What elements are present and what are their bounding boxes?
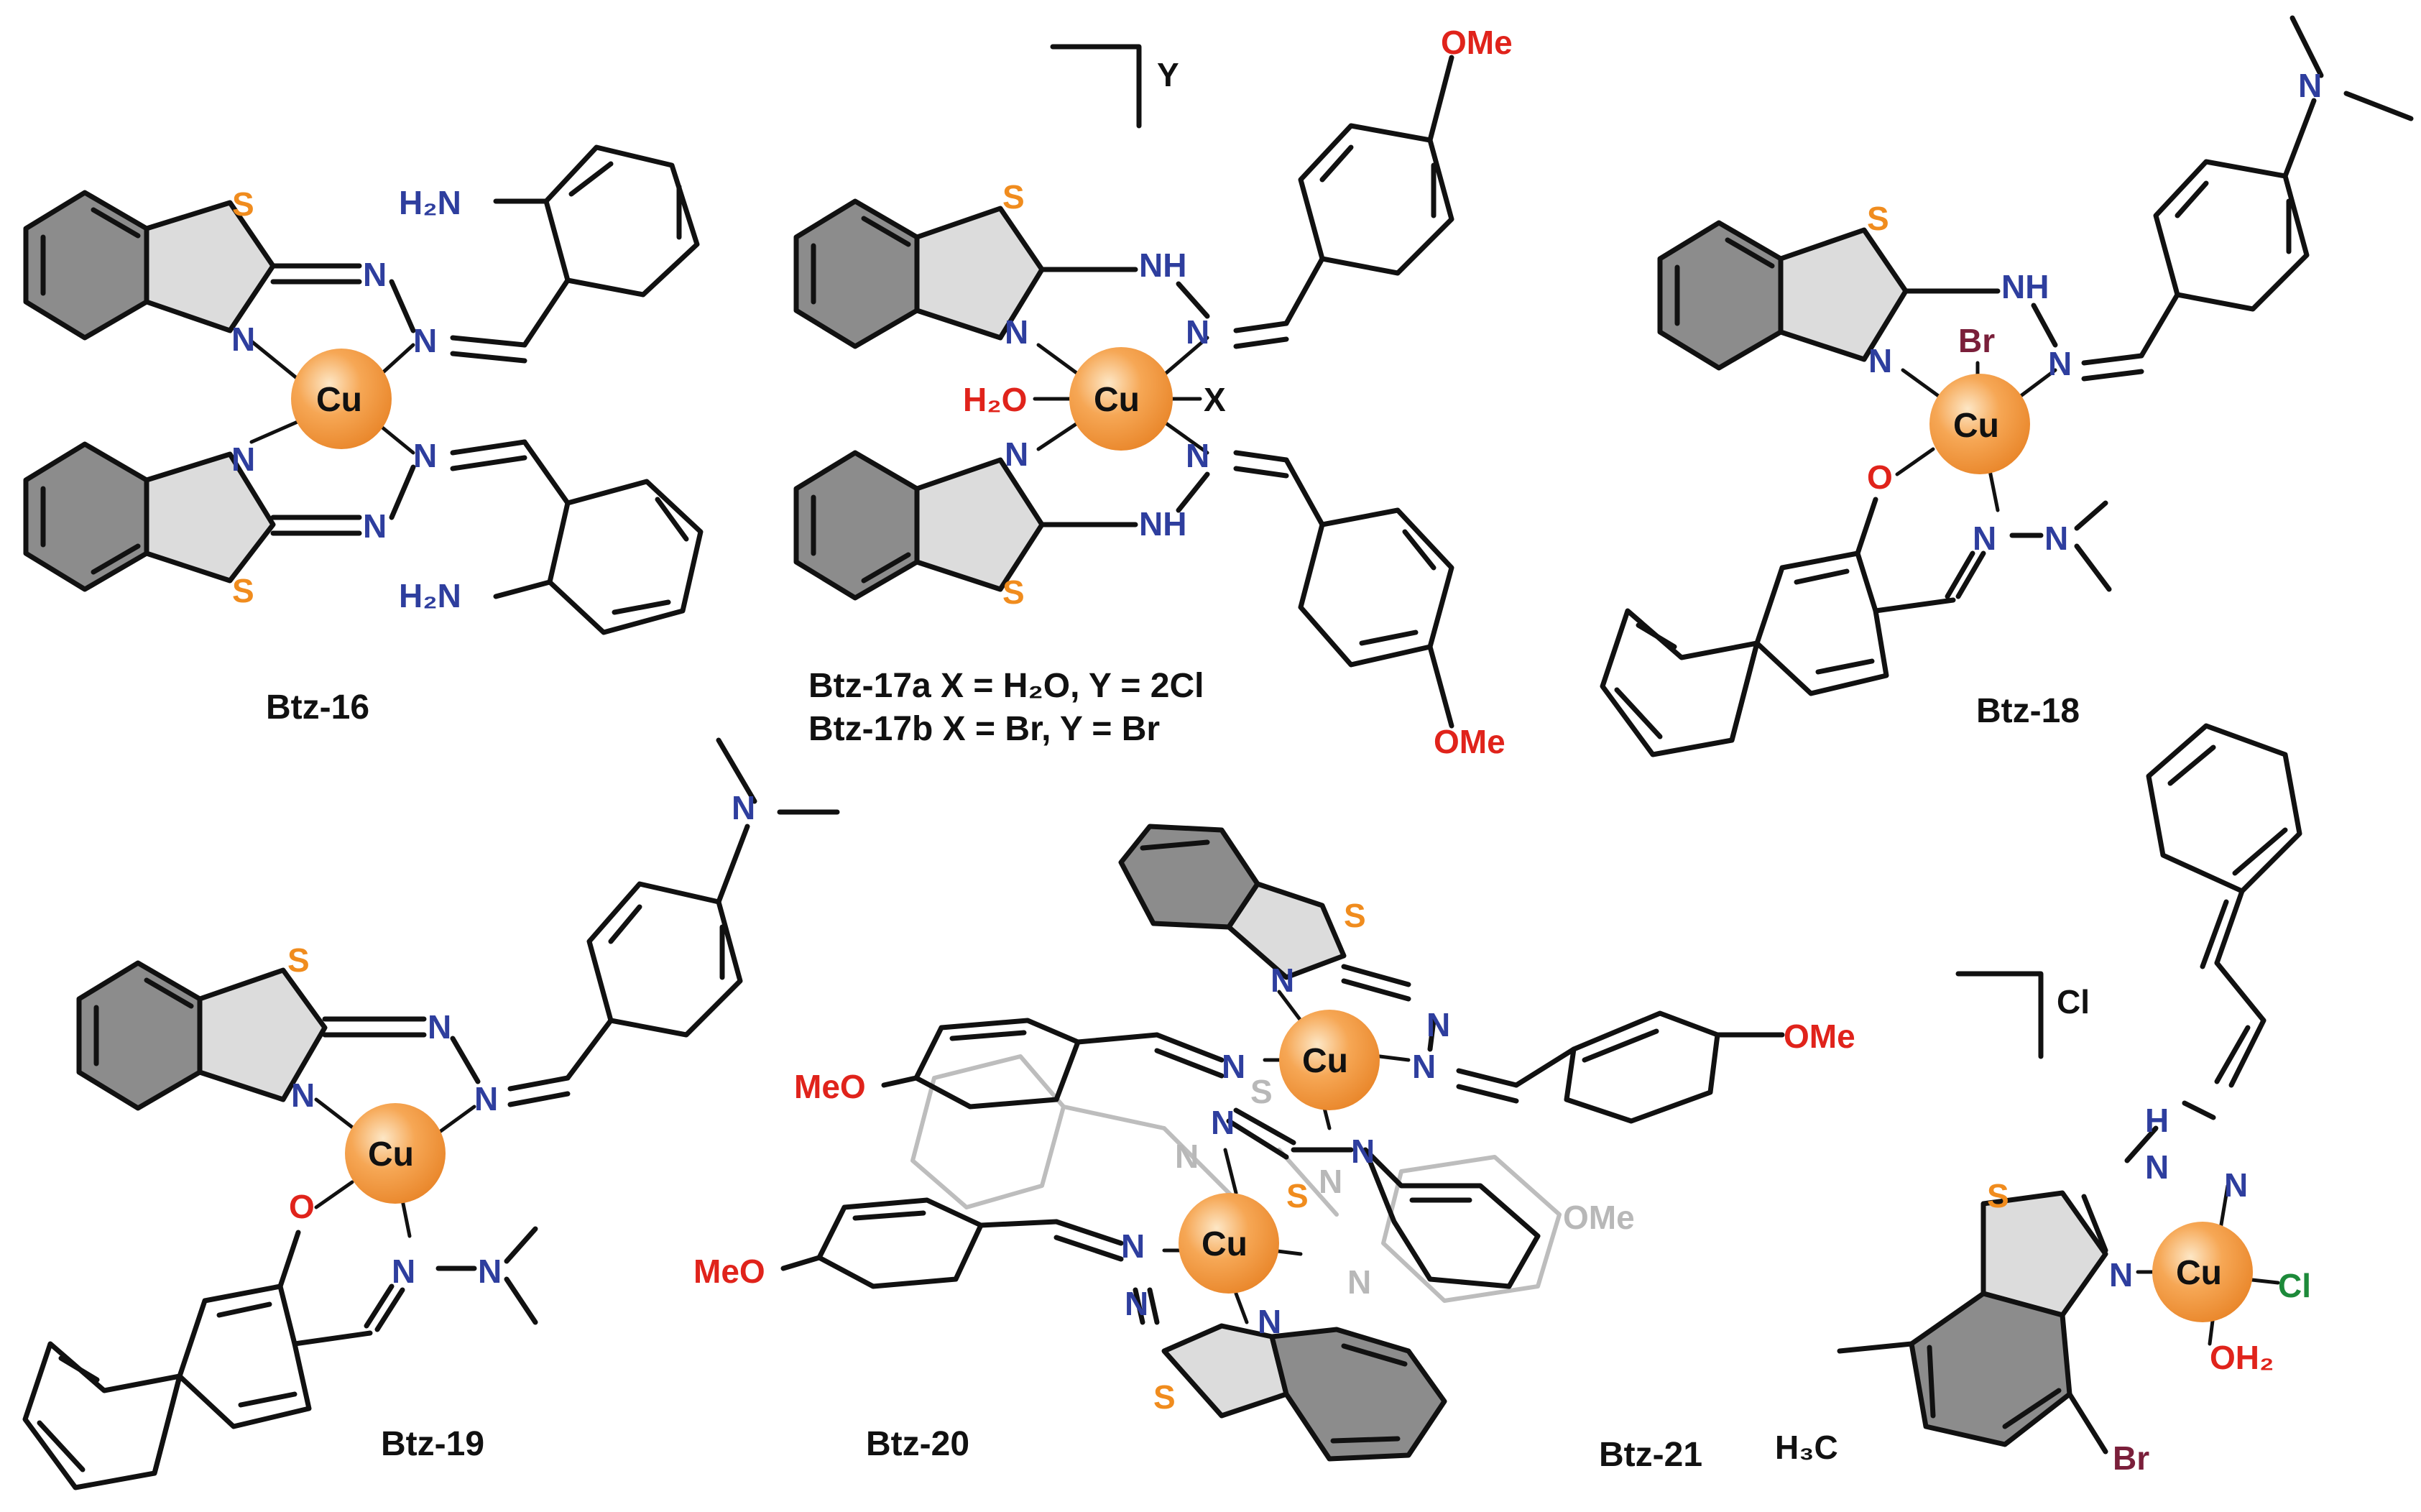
btz21-bracket xyxy=(1955,971,2044,1059)
btz21-counterion-label: Cl xyxy=(2057,983,2090,1020)
btz20-n-top-right: N xyxy=(1412,1048,1436,1085)
btz21-n-imine: N xyxy=(2224,1166,2248,1204)
btz16-n-imine-lower: N xyxy=(363,507,387,545)
btz16-h2n-lower: H₂N xyxy=(399,577,461,614)
btz16-n-hydrazone-upper: N xyxy=(413,322,437,359)
btz17-complex: Y Cu xyxy=(793,24,1513,760)
btz20-meo-upper: MeO xyxy=(794,1068,866,1105)
btz19-complex: Cu S N N N N O N N Btz-19 xyxy=(22,737,840,1490)
btz21-caption: Btz-21 xyxy=(1599,1436,1702,1474)
btz18-caption: Btz-18 xyxy=(1976,692,2080,730)
btz19-n-hydrazone: N xyxy=(474,1080,498,1117)
btz18-s: S xyxy=(1867,200,1889,237)
btz20-n-ring-top: N xyxy=(1271,962,1294,999)
btz20-s-bridge: S xyxy=(1286,1177,1309,1214)
btz21-s: S xyxy=(1987,1177,2009,1214)
btz17-cu-label: Cu xyxy=(1094,381,1140,419)
btz18-n-ring: N xyxy=(1868,342,1892,379)
btz16-s-upper: S xyxy=(232,185,254,223)
btz16-s-lower: S xyxy=(232,572,254,609)
btz17-counterion-label: Y xyxy=(1157,56,1179,93)
btz16-n-hydrazone-lower: N xyxy=(413,437,437,474)
btz17-ome-upper: OMe xyxy=(1441,24,1513,61)
btz20-ome-right: OMe xyxy=(1784,1018,1855,1055)
btz17-bracket xyxy=(1050,44,1142,129)
btz19-n-hydrazone-lower: N xyxy=(392,1253,415,1290)
btz20-cu-lower-label: Cu xyxy=(1202,1225,1248,1263)
btz16-caption: Btz-16 xyxy=(266,688,369,727)
btz19-n-imine: N xyxy=(428,1008,451,1046)
btz17-nh-upper: NH xyxy=(1139,246,1186,284)
btz18-br-ligand: Br xyxy=(1958,322,1995,359)
btz16-n-ring-lower: N xyxy=(231,441,255,478)
btz17-n-ring-lower: N xyxy=(1005,435,1028,473)
btz17-n-ring-upper: N xyxy=(1005,313,1028,351)
btz16-upper-thiazole-ring xyxy=(144,200,276,333)
btz20-n-bridge-right: N xyxy=(1351,1133,1375,1170)
btz18-n-imine: N xyxy=(2048,345,2072,382)
btz17-x-ligand: X xyxy=(1204,381,1226,418)
btz16-n-ring-upper: N xyxy=(231,321,255,358)
btz20-n-bottom-left: N xyxy=(1121,1227,1145,1265)
btz21-n-ring: N xyxy=(2109,1256,2133,1294)
btz20-n-bridge-left: N xyxy=(1211,1104,1235,1141)
btz20-n-ghost-right: N xyxy=(1347,1263,1371,1301)
btz17-n-imine-lower: N xyxy=(1186,437,1209,474)
btz20-s-ghost: S xyxy=(1250,1073,1273,1110)
btz16-lower-thiazole-ring xyxy=(144,451,276,584)
btz20-n-ring-bottom: N xyxy=(1258,1303,1281,1340)
btz21-nh-h: H xyxy=(2145,1102,2169,1139)
btz21-h3c-substituent: H₃C xyxy=(1775,1429,1838,1466)
btz18-n-dimethyl: N xyxy=(2298,67,2322,104)
btz17-ome-lower: OMe xyxy=(1434,723,1505,760)
btz20-n-top-right2: N xyxy=(1426,1006,1450,1043)
btz18-n-hydrazone-lower: N xyxy=(1973,520,1996,557)
btz20-n-ghost-mid: N xyxy=(1319,1163,1342,1200)
btz21-cl-ligand: Cl xyxy=(2278,1267,2311,1304)
btz20-n-ghost-left: N xyxy=(1175,1138,1199,1175)
btz17-s-lower: S xyxy=(1002,573,1025,611)
btz21-nh-n: N xyxy=(2145,1148,2169,1186)
btz19-o-ligand: O xyxy=(289,1188,315,1225)
btz17b-caption: Btz-17b X = Br, Y = Br xyxy=(808,710,1160,748)
btz19-n-dimethyl: N xyxy=(732,789,755,826)
btz20-complex: OMe N N N S xyxy=(693,824,1855,1463)
btz21-oh2-ligand: OH₂ xyxy=(2210,1339,2274,1376)
btz17-s-upper: S xyxy=(1002,178,1025,216)
btz16-n-imine-upper: N xyxy=(363,256,387,293)
btz16-copper-center xyxy=(291,349,392,449)
btz20-meo-lower: MeO xyxy=(693,1253,765,1290)
btz19-cu-label: Cu xyxy=(368,1135,414,1174)
btz20-s-bottom: S xyxy=(1153,1378,1176,1416)
btz20-cu-upper-label: Cu xyxy=(1302,1042,1348,1080)
btz21-br-substituent: Br xyxy=(2113,1439,2149,1477)
btz18-n-dimethyl-lower: N xyxy=(2044,520,2068,557)
btz17-nh-lower: NH xyxy=(1139,505,1186,543)
btz16-complex: Cu S N N N H₂N N N N S H₂N Btz-16 xyxy=(23,144,704,727)
btz19-caption: Btz-19 xyxy=(381,1425,484,1463)
btz19-n-ring: N xyxy=(291,1077,315,1114)
btz17-n-imine-upper: N xyxy=(1186,313,1209,351)
btz17a-caption: Btz-17a X = H₂O, Y = 2Cl xyxy=(808,667,1204,705)
btz20-s-top: S xyxy=(1344,897,1366,934)
btz18-nh: NH xyxy=(2001,268,2049,305)
btz18-o-ligand: O xyxy=(1867,458,1893,496)
btz19-s: S xyxy=(287,941,310,979)
btz19-n-dimethyl-lower: N xyxy=(478,1253,502,1290)
btz21-cu-label: Cu xyxy=(2176,1254,2222,1292)
btz16-cu-label: Cu xyxy=(316,381,362,419)
btz18-complex: Cu Br S N NH N N O N N Btz-18 xyxy=(1600,15,2414,757)
btz20-ome-ghost: OMe xyxy=(1563,1199,1635,1236)
btz18-cu-label: Cu xyxy=(1953,407,1999,445)
btz17-h2o-ligand: H₂O xyxy=(963,381,1027,418)
btz20-n-top-left: N xyxy=(1222,1048,1245,1085)
btz16-h2n-upper: H₂N xyxy=(399,184,461,221)
btz20-caption: Btz-20 xyxy=(866,1425,969,1463)
btz21-complex: Cl Cu H N N N S Cl OH₂ Br H₃C xyxy=(1599,723,2311,1477)
btz20-n-bottom-imine: N xyxy=(1125,1285,1148,1322)
